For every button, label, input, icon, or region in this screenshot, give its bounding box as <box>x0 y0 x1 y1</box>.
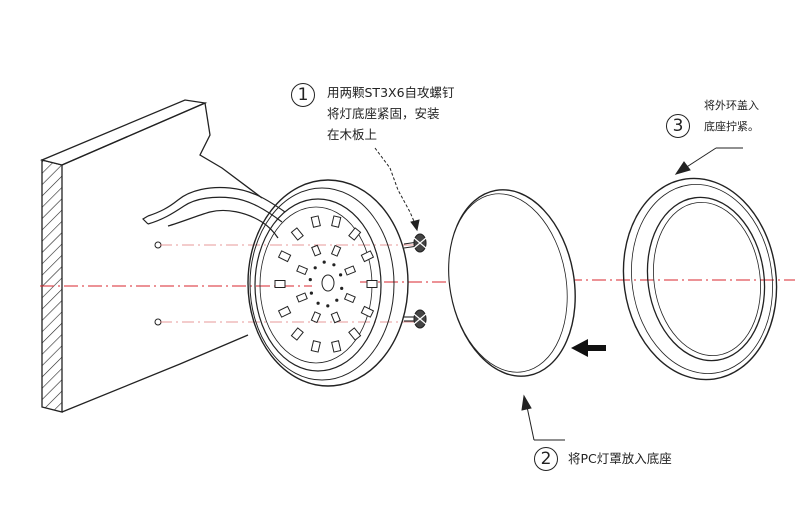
led-chip <box>330 311 341 324</box>
pc-lamp-cover <box>448 189 576 377</box>
board-component <box>308 278 312 282</box>
led-chip <box>330 244 342 257</box>
led-chip <box>348 327 362 341</box>
step1-pointer <box>374 147 420 232</box>
led-chip <box>348 227 362 241</box>
board-component <box>326 304 330 308</box>
led-chip <box>344 265 357 276</box>
board-component <box>309 291 313 295</box>
step-1-line-3: 在木板上 <box>327 127 378 142</box>
led-chip <box>290 227 304 241</box>
led-chip <box>360 305 375 318</box>
board-component <box>322 260 326 264</box>
step-3-line-2: 底座拧紧。 <box>704 120 759 133</box>
step2-pointer <box>521 394 565 441</box>
step-number-badge: 1 <box>291 83 315 107</box>
led-chip <box>331 340 342 353</box>
board-component <box>335 298 339 302</box>
self-tapping-screw <box>403 233 427 253</box>
step3-pointer <box>674 147 743 175</box>
board-component <box>316 301 320 305</box>
step-3-line-1: 将外环盖入 <box>704 99 759 112</box>
led-chip <box>296 264 309 276</box>
lamp-base <box>247 179 409 387</box>
led-chip <box>331 215 342 228</box>
outer-ring <box>622 177 778 381</box>
led-chip <box>343 292 356 304</box>
led-chip <box>295 292 308 303</box>
led-chip <box>366 280 378 288</box>
led-chip <box>290 327 304 341</box>
led-chip <box>310 340 321 353</box>
led-chip <box>311 244 322 257</box>
led-chip <box>310 311 322 324</box>
led-chip <box>360 250 375 263</box>
insert-direction-arrow <box>571 339 606 357</box>
led-chip <box>277 250 292 263</box>
board-screw-holes <box>154 241 162 326</box>
step-2-line-1: 将PC灯罩放入底座 <box>568 451 672 466</box>
step-1-line-2: 将灯底座紧固，安装 <box>327 106 440 121</box>
step-number-badge: 3 <box>666 114 690 138</box>
step-1-line-1: 用两颗ST3X6自攻螺钉 <box>327 85 455 100</box>
board-component <box>339 273 343 277</box>
self-tapping-screw <box>404 309 427 329</box>
led-chip <box>277 305 292 318</box>
board-component <box>332 263 336 267</box>
led-chip <box>310 215 321 228</box>
wooden-board <box>39 99 263 413</box>
led-chip <box>274 280 286 288</box>
alignment-guides <box>40 244 795 323</box>
board-component <box>340 286 344 290</box>
led-board <box>274 215 378 353</box>
board-component <box>313 266 317 270</box>
power-cable <box>142 186 286 239</box>
step-number-badge: 2 <box>534 447 558 471</box>
